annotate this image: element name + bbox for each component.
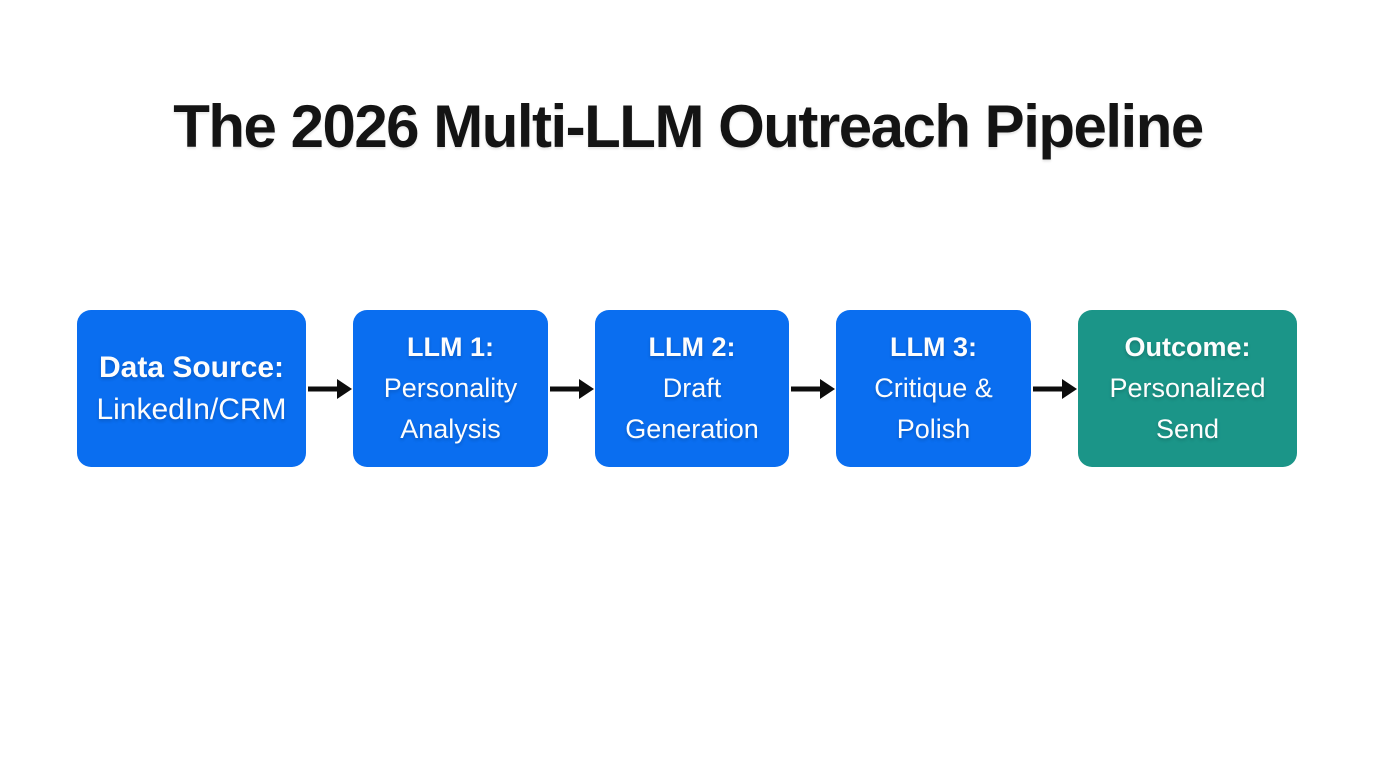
slide-title: The 2026 Multi-LLM Outreach Pipeline — [173, 93, 1204, 160]
step-title: LLM 1: — [407, 332, 494, 362]
pipeline-row: Data Source: LinkedIn/CRM LLM 1: Persona… — [77, 310, 1297, 467]
step-line: Critique & — [874, 373, 993, 403]
step-line: Polish — [896, 414, 971, 444]
step-line: Draft — [662, 373, 722, 403]
step-title: Outcome: — [1124, 332, 1251, 362]
pipeline-step-llm2: LLM 2: Draft Generation — [595, 310, 789, 467]
step-title: Data Source: — [98, 350, 285, 384]
arrow-right-icon — [789, 310, 836, 467]
step-line: Send — [1155, 414, 1220, 444]
step-line: Generation — [625, 414, 759, 444]
step-line: Analysis — [400, 414, 501, 444]
step-line: Personalized — [1109, 373, 1266, 403]
step-line: Personality — [383, 373, 518, 403]
step-title: LLM 2: — [648, 332, 736, 362]
pipeline-step-llm1: LLM 1: Personality Analysis — [353, 310, 548, 467]
pipeline-step-outcome: Outcome: Personalized Send — [1078, 310, 1297, 467]
arrow-right-icon — [548, 310, 595, 467]
pipeline-step-data-source: Data Source: LinkedIn/CRM — [77, 310, 306, 467]
step-title: LLM 3: — [890, 332, 977, 362]
arrow-right-icon — [306, 310, 353, 467]
pipeline-step-llm3: LLM 3: Critique & Polish — [836, 310, 1031, 467]
arrow-right-icon — [1031, 310, 1078, 467]
step-line: LinkedIn/CRM — [96, 392, 287, 426]
